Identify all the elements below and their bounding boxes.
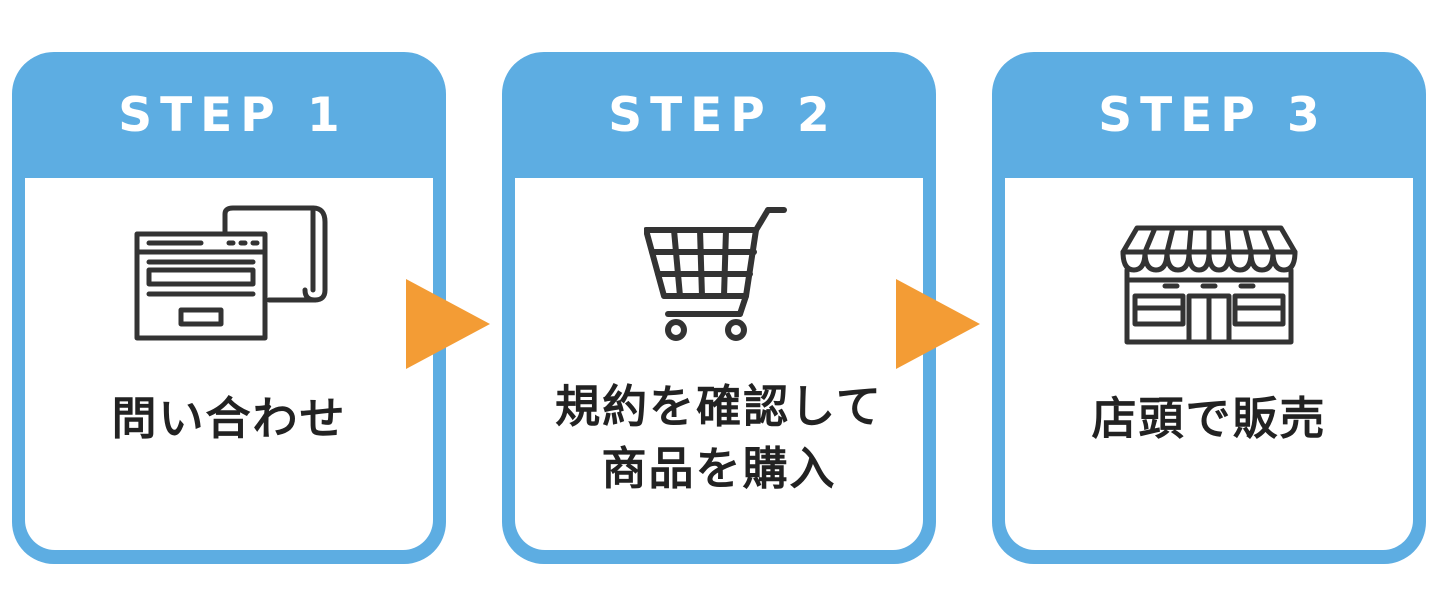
step-card-2: STEP 2 規約を確認して 商品を購入 bbox=[502, 52, 936, 564]
step-title: STEP 3 bbox=[1098, 87, 1328, 143]
step-body: 規約を確認して 商品を購入 bbox=[515, 178, 923, 550]
browser-document-icon bbox=[134, 205, 328, 341]
arrow-right-icon bbox=[406, 279, 490, 369]
step-label-line: 規約を確認して bbox=[555, 380, 883, 433]
step-body: 問い合わせ bbox=[25, 178, 433, 550]
step-title: STEP 1 bbox=[118, 87, 348, 143]
step-label: 問い合わせ bbox=[25, 388, 433, 450]
shopping-cart-icon bbox=[644, 207, 787, 341]
step-label-line: 問い合わせ bbox=[111, 392, 347, 445]
step-body: 店頭で販売 bbox=[1005, 178, 1413, 550]
step-card-3: STEP 3 bbox=[992, 52, 1426, 564]
storefront-icon bbox=[1120, 225, 1298, 345]
step-label-line: 商品を購入 bbox=[601, 442, 837, 495]
step-card-1: STEP 1 問い合わせ bbox=[12, 52, 446, 564]
step-label: 規約を確認して 商品を購入 bbox=[515, 376, 923, 500]
step-label: 店頭で販売 bbox=[1005, 388, 1413, 450]
step-label-line: 店頭で販売 bbox=[1091, 392, 1327, 445]
step-title: STEP 2 bbox=[608, 87, 838, 143]
arrow-right-icon bbox=[896, 279, 980, 369]
